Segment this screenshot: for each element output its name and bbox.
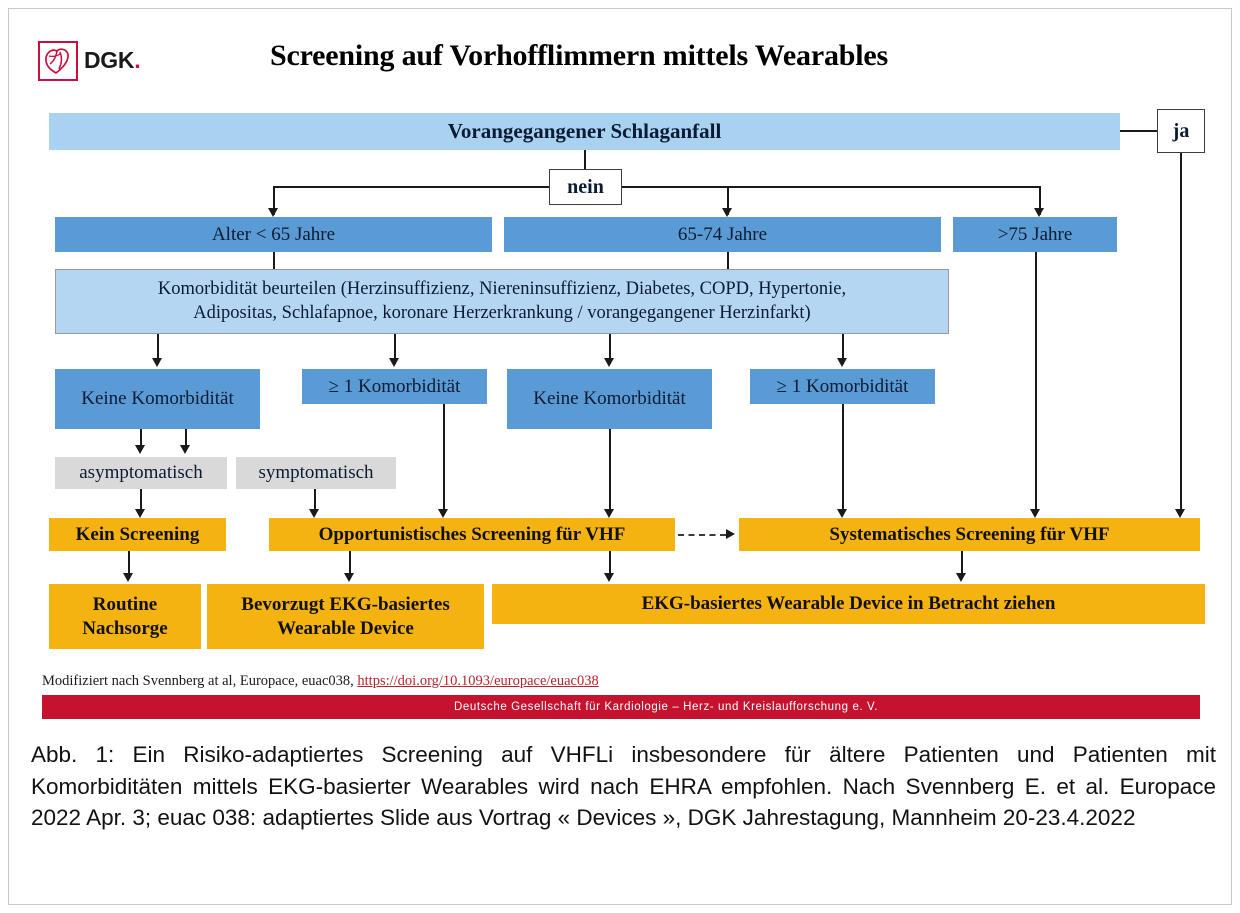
arrowhead-asymptomatic — [135, 445, 145, 454]
flow-box-symptomatic: symptomatisch — [236, 457, 396, 489]
dgk-footer-bar: Deutsche Gesellschaft für Kardiologie – … — [42, 695, 1200, 719]
arrowhead-ja-to-systematic — [1175, 509, 1185, 518]
figure-page: DGK. Screening auf Vorhofflimmern mittel… — [8, 8, 1232, 905]
logo-dot: . — [134, 47, 141, 73]
logo-brand: DGK — [84, 47, 135, 73]
connector-root-to-ja — [1120, 130, 1157, 132]
citation-text: Modifiziert nach Svennberg at al, Europa… — [42, 673, 358, 689]
arrowhead-age-3 — [1034, 208, 1044, 217]
flow-box-systematic-screening: Systematisches Screening für VHF — [739, 518, 1200, 551]
flow-box-age-under-65: Alter < 65 Jahre — [55, 217, 492, 252]
arrowhead-consider-ecg-left — [604, 573, 614, 582]
connector-sympt-to-opportunistic — [314, 489, 317, 515]
connector-opportunistic-to-systematic — [678, 534, 726, 536]
flow-box-opportunistic-screening: Opportunistisches Screening für VHF — [269, 518, 675, 551]
arrowhead-consider-ecg-right — [956, 573, 966, 582]
connector-to-symptomatic — [185, 429, 188, 451]
connector-age1-to-assess — [273, 252, 275, 270]
connector-nein-left-bus — [273, 186, 549, 188]
arrowhead-preferred-ecg — [344, 573, 354, 582]
heart-icon — [38, 41, 78, 81]
connector-to-asymptomatic — [140, 429, 143, 451]
decision-label-nein: nein — [549, 169, 622, 205]
connector-to-routine — [128, 551, 131, 579]
arrowhead-age-2 — [722, 208, 732, 217]
arrowhead-comorbidity-4 — [837, 358, 847, 367]
logo-wordmark: DGK. — [84, 47, 141, 74]
arrowhead-routine — [123, 573, 133, 582]
arrowhead-comorbidity-2 — [389, 358, 399, 367]
arrowhead-systematic-from-old — [837, 509, 847, 518]
connector-drop-age-3 — [1039, 186, 1042, 215]
dgk-logo: DGK. — [34, 39, 154, 83]
connector-drop-age-1 — [273, 186, 276, 215]
dgk-footer-text: Deutsche Gesellschaft für Kardiologie – … — [453, 701, 879, 713]
arrowhead-opportunistic-from-sympt — [309, 509, 319, 518]
connector-nein-right-bus — [622, 186, 1040, 188]
arrowhead-age3-to-systematic — [1030, 509, 1040, 518]
decision-label-ja: ja — [1157, 109, 1205, 153]
connector-assess-drop-4 — [842, 334, 845, 364]
flow-box-one-comorbidity-old: ≥ 1 Komorbidität — [750, 369, 935, 404]
connector-assess-drop-2 — [394, 334, 397, 364]
connector-drop-age-2 — [727, 186, 730, 215]
figure-caption: Abb. 1: Ein Risiko-adaptiertes Screening… — [31, 742, 1216, 830]
connector-root-to-nein — [584, 150, 586, 172]
connector-ja-down — [1180, 153, 1183, 515]
flow-box-kein-screening: Kein Screening — [49, 518, 226, 551]
flow-box-no-comorbidity-old: Keine Komorbidität — [507, 369, 712, 429]
flow-box-age-over-75: >75 Jahre — [953, 217, 1117, 252]
comorbidity-line-2: Adipositas, Schlafapnoe, koronare Herzer… — [193, 302, 811, 323]
connector-to-consider-ecg-right — [961, 551, 964, 579]
connector-to-consider-ecg-left — [609, 551, 612, 579]
flow-box-previous-stroke: Vorangegangener Schlaganfall — [49, 113, 1120, 150]
connector-assess-drop-1 — [157, 334, 160, 364]
connector-assess-drop-3 — [609, 334, 612, 364]
arrowhead-opportunistic-to-systematic — [726, 529, 735, 539]
flow-box-age-65-74: 65-74 Jahre — [504, 217, 941, 252]
arrowhead-age-1 — [268, 208, 278, 217]
connector-age3-down — [1035, 252, 1038, 515]
arrowhead-no-screening — [135, 509, 145, 518]
flow-box-routine-followup: Routine Nachsorge — [49, 584, 201, 649]
arrowhead-symptomatic — [180, 445, 190, 454]
page-title: Screening auf Vorhofflimmern mittels Wea… — [270, 39, 888, 72]
arrowhead-comorbidity-1 — [152, 358, 162, 367]
flow-box-one-comorbidity-young: ≥ 1 Komorbidität — [302, 369, 487, 404]
flow-box-no-comorbidity-young: Keine Komorbidität — [55, 369, 260, 429]
connector-one-comorbidity-young-down — [443, 404, 446, 515]
flow-box-asymptomatic: asymptomatisch — [55, 457, 227, 489]
connector-asympt-to-no-screening — [140, 489, 143, 515]
flow-box-comorbidity-assessment: Komorbidität beurteilen (Herzinsuffizien… — [55, 269, 949, 334]
connector-one-comorbidity-old-down — [842, 404, 845, 515]
flow-box-preferred-ecg-wearable: Bevorzugt EKG-basiertes Wearable Device — [207, 584, 484, 649]
connector-to-preferred-ecg — [349, 551, 352, 579]
arrowhead-comorbidity-3 — [604, 358, 614, 367]
flow-box-consider-ecg-wearable: EKG-basiertes Wearable Device in Betrach… — [492, 584, 1205, 624]
arrowhead-opportunistic-from-old — [604, 509, 614, 518]
doi-link[interactable]: https://doi.org/10.1093/europace/euac038 — [357, 673, 599, 689]
arrowhead-opportunistic-from-young — [438, 509, 448, 518]
source-citation: Modifiziert nach Svennberg at al, Europa… — [42, 673, 599, 690]
connector-no-comorbidity-old-down — [609, 429, 612, 515]
slide-canvas: DGK. Screening auf Vorhofflimmern mittel… — [9, 9, 1231, 725]
connector-age2-to-assess — [727, 252, 729, 270]
comorbidity-line-1: Komorbidität beurteilen (Herzinsuffizien… — [157, 279, 847, 300]
